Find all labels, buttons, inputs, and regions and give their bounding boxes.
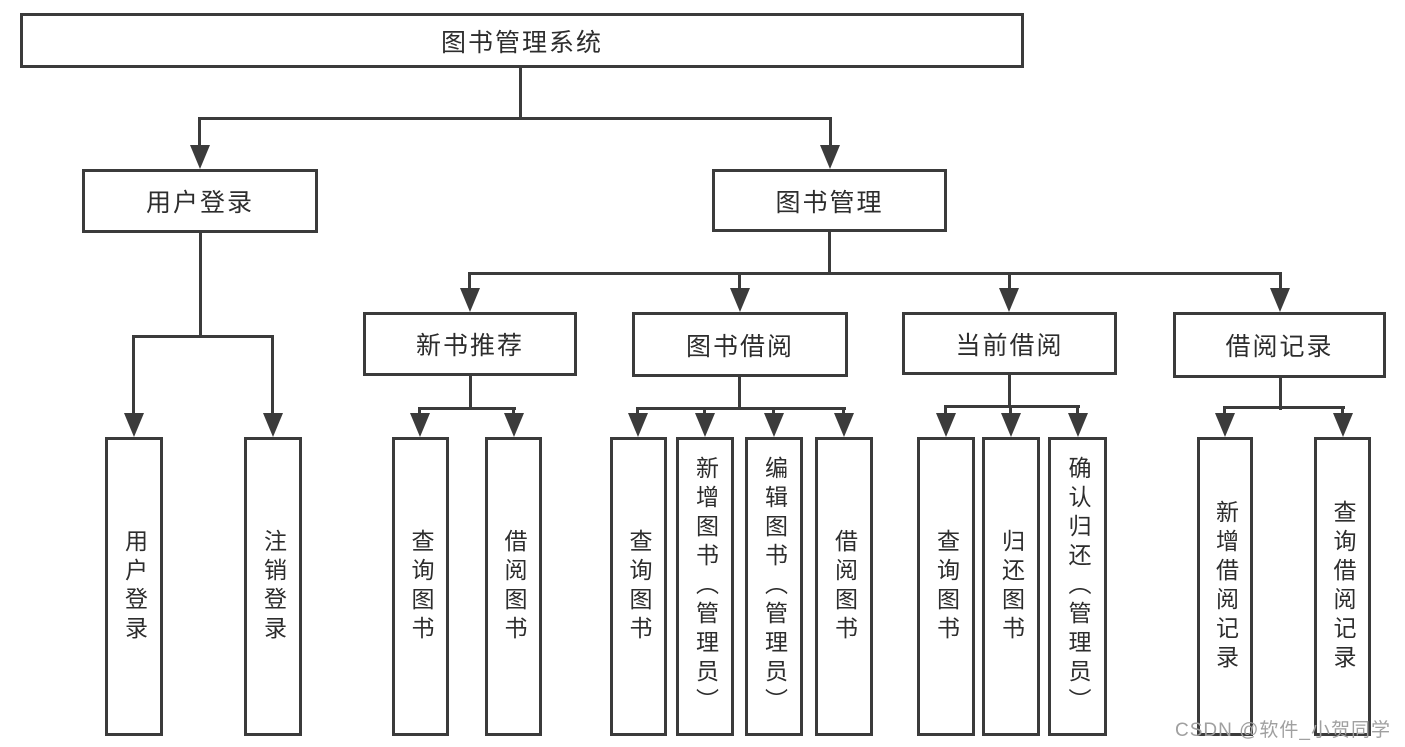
connector-line [418, 407, 421, 416]
connector-line [271, 335, 274, 415]
node-new-book-recommend: 新书推荐 [363, 312, 577, 376]
node-book-borrow: 图书借阅 [632, 312, 848, 377]
arrow-down-icon [410, 413, 430, 437]
arrow-down-icon [820, 145, 840, 169]
connector-line [828, 232, 831, 275]
connector-line [132, 335, 135, 415]
connector-line [468, 272, 471, 292]
node-leaf-add-borrow-record: 新增借阅记录 [1197, 437, 1253, 736]
connector-line [944, 405, 947, 416]
arrow-down-icon [1333, 413, 1353, 437]
node-label: 新增借阅记录 [1212, 499, 1239, 674]
connector-line [468, 272, 1282, 275]
arrow-down-icon [460, 288, 480, 312]
node-label: 查询借阅记录 [1330, 499, 1356, 674]
node-label: 查询图书 [626, 528, 652, 645]
node-label: 借阅记录 [1225, 333, 1334, 361]
arrow-down-icon [834, 413, 854, 437]
node-label: 查询图书 [933, 528, 960, 645]
node-root: 图书管理系统 [20, 13, 1024, 68]
node-label: 借阅图书 [831, 528, 858, 645]
arrow-down-icon [695, 413, 715, 437]
connector-line [1223, 406, 1345, 409]
arrow-down-icon [936, 413, 956, 437]
node-label: 用户登录 [145, 189, 254, 217]
connector-line [519, 68, 522, 120]
node-leaf-borrow-book: 借阅图书 [815, 437, 873, 736]
arrow-down-icon [504, 413, 524, 437]
node-label: 图书管理 [775, 188, 884, 217]
node-user-login: 用户登录 [82, 169, 318, 233]
connector-line [1279, 378, 1282, 410]
node-leaf-logout: 注销登录 [244, 437, 302, 736]
connector-line [636, 407, 846, 410]
node-leaf-user-login: 用户登录 [105, 437, 163, 736]
connector-line [512, 407, 515, 416]
node-current-borrow: 当前借阅 [902, 312, 1117, 375]
arrow-down-icon [1001, 413, 1021, 437]
connector-line [1279, 272, 1282, 292]
connector-line [418, 407, 516, 410]
connector-line [772, 407, 775, 416]
connector-line [1008, 375, 1011, 408]
node-leaf-add-book-admin: 新增图书（管理员） [676, 437, 734, 736]
node-label: 新书推荐 [415, 332, 524, 360]
arrow-down-icon [999, 288, 1019, 312]
node-leaf-return-book: 归还图书 [982, 437, 1040, 736]
node-label: 编辑图书（管理员） [761, 456, 788, 717]
connector-line [944, 405, 1080, 408]
node-leaf-query-book: 查询图书 [392, 437, 449, 736]
connector-line [703, 407, 706, 416]
connector-line [738, 377, 741, 410]
arrow-down-icon [1270, 288, 1290, 312]
arrow-down-icon [764, 413, 784, 437]
connector-line [1341, 406, 1344, 416]
node-label: 图书管理系统 [440, 28, 603, 57]
connector-line [199, 233, 202, 338]
connector-line [738, 272, 741, 292]
arrow-down-icon [190, 145, 210, 169]
node-leaf-borrow-book: 借阅图书 [485, 437, 542, 736]
arrow-down-icon [1215, 413, 1235, 437]
node-leaf-query-borrow-record: 查询借阅记录 [1314, 437, 1371, 736]
node-label: 图书借阅 [685, 332, 794, 361]
connector-line [842, 407, 845, 416]
connector-line [132, 335, 274, 338]
connector-line [1076, 405, 1079, 416]
connector-line [198, 117, 832, 120]
node-label: 归还图书 [998, 528, 1025, 645]
connector-line [1009, 405, 1012, 416]
node-borrow-record: 借阅记录 [1173, 312, 1386, 378]
connector-line [469, 376, 472, 410]
connector-line [1223, 406, 1226, 416]
arrow-down-icon [730, 288, 750, 312]
node-label: 注销登录 [260, 528, 287, 645]
connector-line [636, 407, 639, 416]
arrow-down-icon [124, 413, 144, 437]
arrow-down-icon [263, 413, 283, 437]
node-label: 确认归还（管理员） [1065, 456, 1091, 717]
node-label: 借阅图书 [501, 528, 527, 645]
node-leaf-query-book: 查询图书 [917, 437, 975, 736]
node-leaf-edit-book-admin: 编辑图书（管理员） [745, 437, 803, 736]
node-label: 新增图书（管理员） [692, 456, 719, 717]
connector-line [198, 117, 201, 150]
node-leaf-query-book: 查询图书 [610, 437, 667, 736]
node-leaf-confirm-return-admin: 确认归还（管理员） [1048, 437, 1107, 736]
connector-line [1008, 272, 1011, 292]
arrow-down-icon [1068, 413, 1088, 437]
node-label: 用户登录 [121, 528, 148, 645]
connector-line [829, 117, 832, 150]
node-book-management: 图书管理 [712, 169, 947, 232]
arrow-down-icon [628, 413, 648, 437]
node-label: 查询图书 [408, 528, 434, 645]
csdn-watermark: CSDN @软件_小贺同学 [1175, 720, 1391, 741]
node-label: 当前借阅 [955, 331, 1064, 360]
